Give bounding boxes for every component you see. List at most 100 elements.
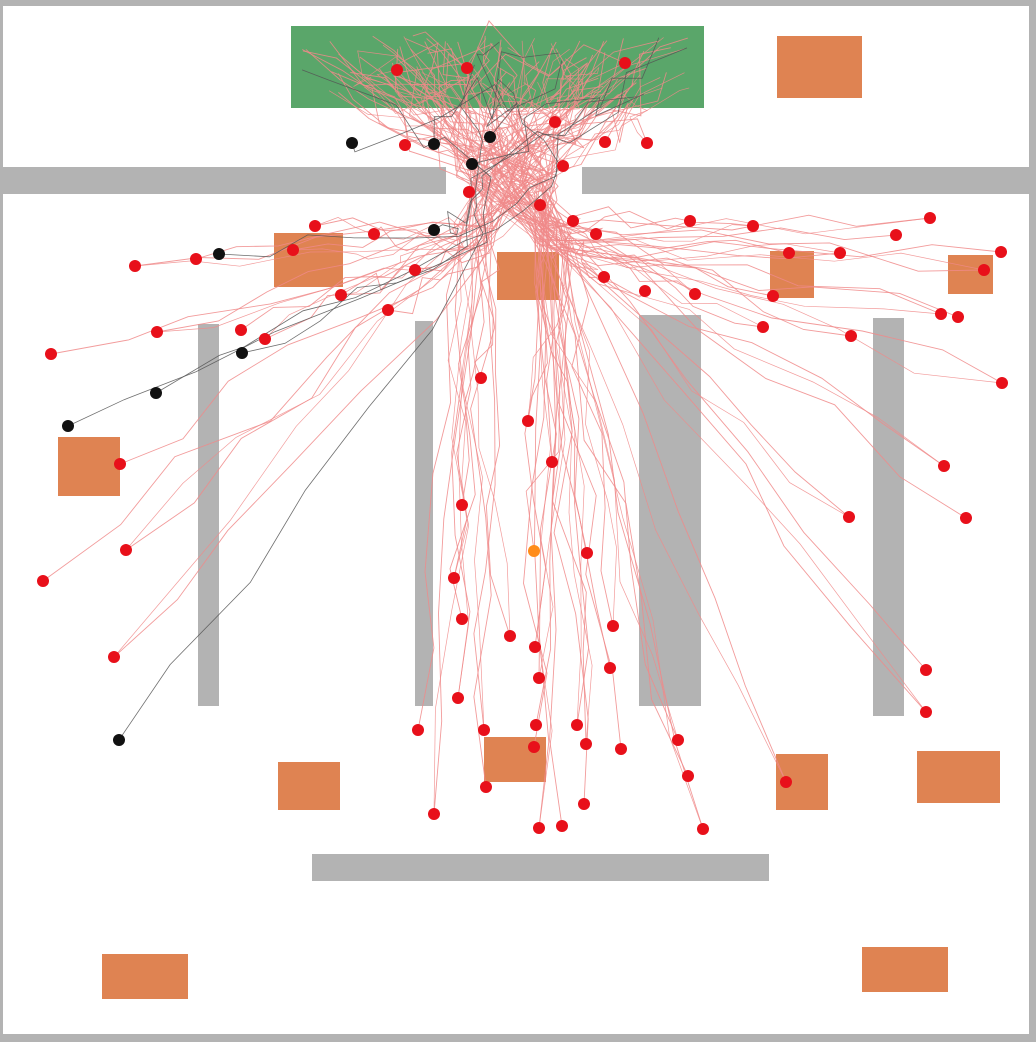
agent-dot-red [190, 253, 202, 265]
agent-dot-red [924, 212, 936, 224]
shelf-3 [639, 315, 701, 706]
agent-trail [459, 77, 605, 281]
agent-dot-red [757, 321, 769, 333]
agent-dot-red [615, 743, 627, 755]
agent-dot-red [767, 290, 779, 302]
agent-dot-black [484, 131, 496, 143]
agent-dot-red [259, 333, 271, 345]
agent-dot-red [478, 724, 490, 736]
agent-trail [426, 38, 942, 315]
agent-dot-red [590, 228, 602, 240]
agent-dot-red [697, 823, 709, 835]
agent-trail [42, 82, 482, 582]
agent-dot-red [920, 706, 932, 718]
agent-trail [534, 95, 931, 231]
agent-dot-red [391, 64, 403, 76]
agent-dot-red [399, 139, 411, 151]
partition-wall-left [0, 167, 446, 194]
agent-dot-black [62, 420, 74, 432]
bottom-counter [312, 854, 769, 881]
agent-dot-red [783, 247, 795, 259]
agent-trail [396, 43, 566, 97]
agent-dot-red [533, 672, 545, 684]
agent-trail [482, 96, 942, 315]
agent-dot-red [996, 377, 1008, 389]
agent-trail [518, 61, 927, 671]
agent-trail [461, 37, 688, 506]
agent-dot-red [368, 228, 380, 240]
obstacle-top-right [777, 36, 862, 98]
agent-trail [331, 71, 494, 731]
agent-dot-red [952, 311, 964, 323]
agent-trail [394, 90, 931, 242]
agent-dot-red [567, 215, 579, 227]
outer-frame-top [0, 0, 1036, 6]
agent-trail [537, 58, 579, 679]
agent-dot-red [549, 116, 561, 128]
obstacle-bottom-left [102, 954, 188, 999]
agent-dot-red [845, 330, 857, 342]
agent-dot-black [428, 138, 440, 150]
agent-trail [398, 91, 617, 627]
agent-dot-red [108, 651, 120, 663]
agent-dot-red [335, 289, 347, 301]
agent-trail [453, 87, 663, 731]
agent-dot-black [150, 387, 162, 399]
agent-trail [433, 51, 560, 145]
agent-dot-red [452, 692, 464, 704]
agent-trail [396, 48, 564, 167]
partition-wall-right [582, 167, 1036, 194]
agent-dot-red [522, 415, 534, 427]
agent-dot-red [639, 285, 651, 297]
agent-trail [433, 47, 688, 236]
agent-dot-red [37, 575, 49, 587]
agent-dot-red [890, 229, 902, 241]
agent-trail [156, 79, 503, 333]
agent-dot-red [580, 738, 592, 750]
agent-dot-red [684, 215, 696, 227]
agent-dot-red [463, 186, 475, 198]
agent-dot-red [235, 324, 247, 336]
obstacle-lower-far-right [917, 751, 1000, 803]
trails-layer [42, 20, 1003, 830]
agent-trail [351, 60, 563, 153]
agent-dot-red [129, 260, 141, 272]
agent-dot-red [598, 271, 610, 283]
agent-trail [449, 71, 507, 620]
agent-dot-red [475, 372, 487, 384]
agent-trail [451, 47, 671, 699]
agent-dot-black [113, 734, 125, 746]
agent-dot-red [287, 244, 299, 256]
obstacle-lower-left [278, 762, 340, 810]
agent-dot-red [461, 62, 473, 74]
agent-dot-red [480, 781, 492, 793]
agent-trail [241, 96, 638, 354]
agent-trail [539, 48, 614, 627]
agent-dot-red [619, 57, 631, 69]
agent-trail [535, 62, 588, 123]
agent-trail [414, 84, 548, 637]
agent-trail [134, 73, 538, 267]
agent-dot-red [448, 572, 460, 584]
agent-dot-red [533, 822, 545, 834]
agent-dot-black [236, 347, 248, 359]
agent-trail [486, 48, 704, 830]
agent-trail [350, 72, 558, 829]
agent-dot-orange [528, 545, 540, 557]
agent-trail [113, 41, 605, 658]
agent-dot-red [682, 770, 694, 782]
agent-trail [264, 72, 631, 340]
agent-dot-red [780, 776, 792, 788]
agent-dot-red [534, 199, 546, 211]
agent-trail [113, 87, 690, 658]
agent-trail [474, 38, 841, 262]
agent-dot-red [571, 719, 583, 731]
agent-dot-red [120, 544, 132, 556]
shelf-1 [198, 324, 219, 706]
shelf-2 [415, 321, 433, 706]
agent-dot-red [151, 326, 163, 338]
agent-dot-red [604, 662, 616, 674]
agent-dot-red [456, 499, 468, 511]
agent-trail [455, 76, 593, 745]
agent-dot-black [428, 224, 440, 236]
